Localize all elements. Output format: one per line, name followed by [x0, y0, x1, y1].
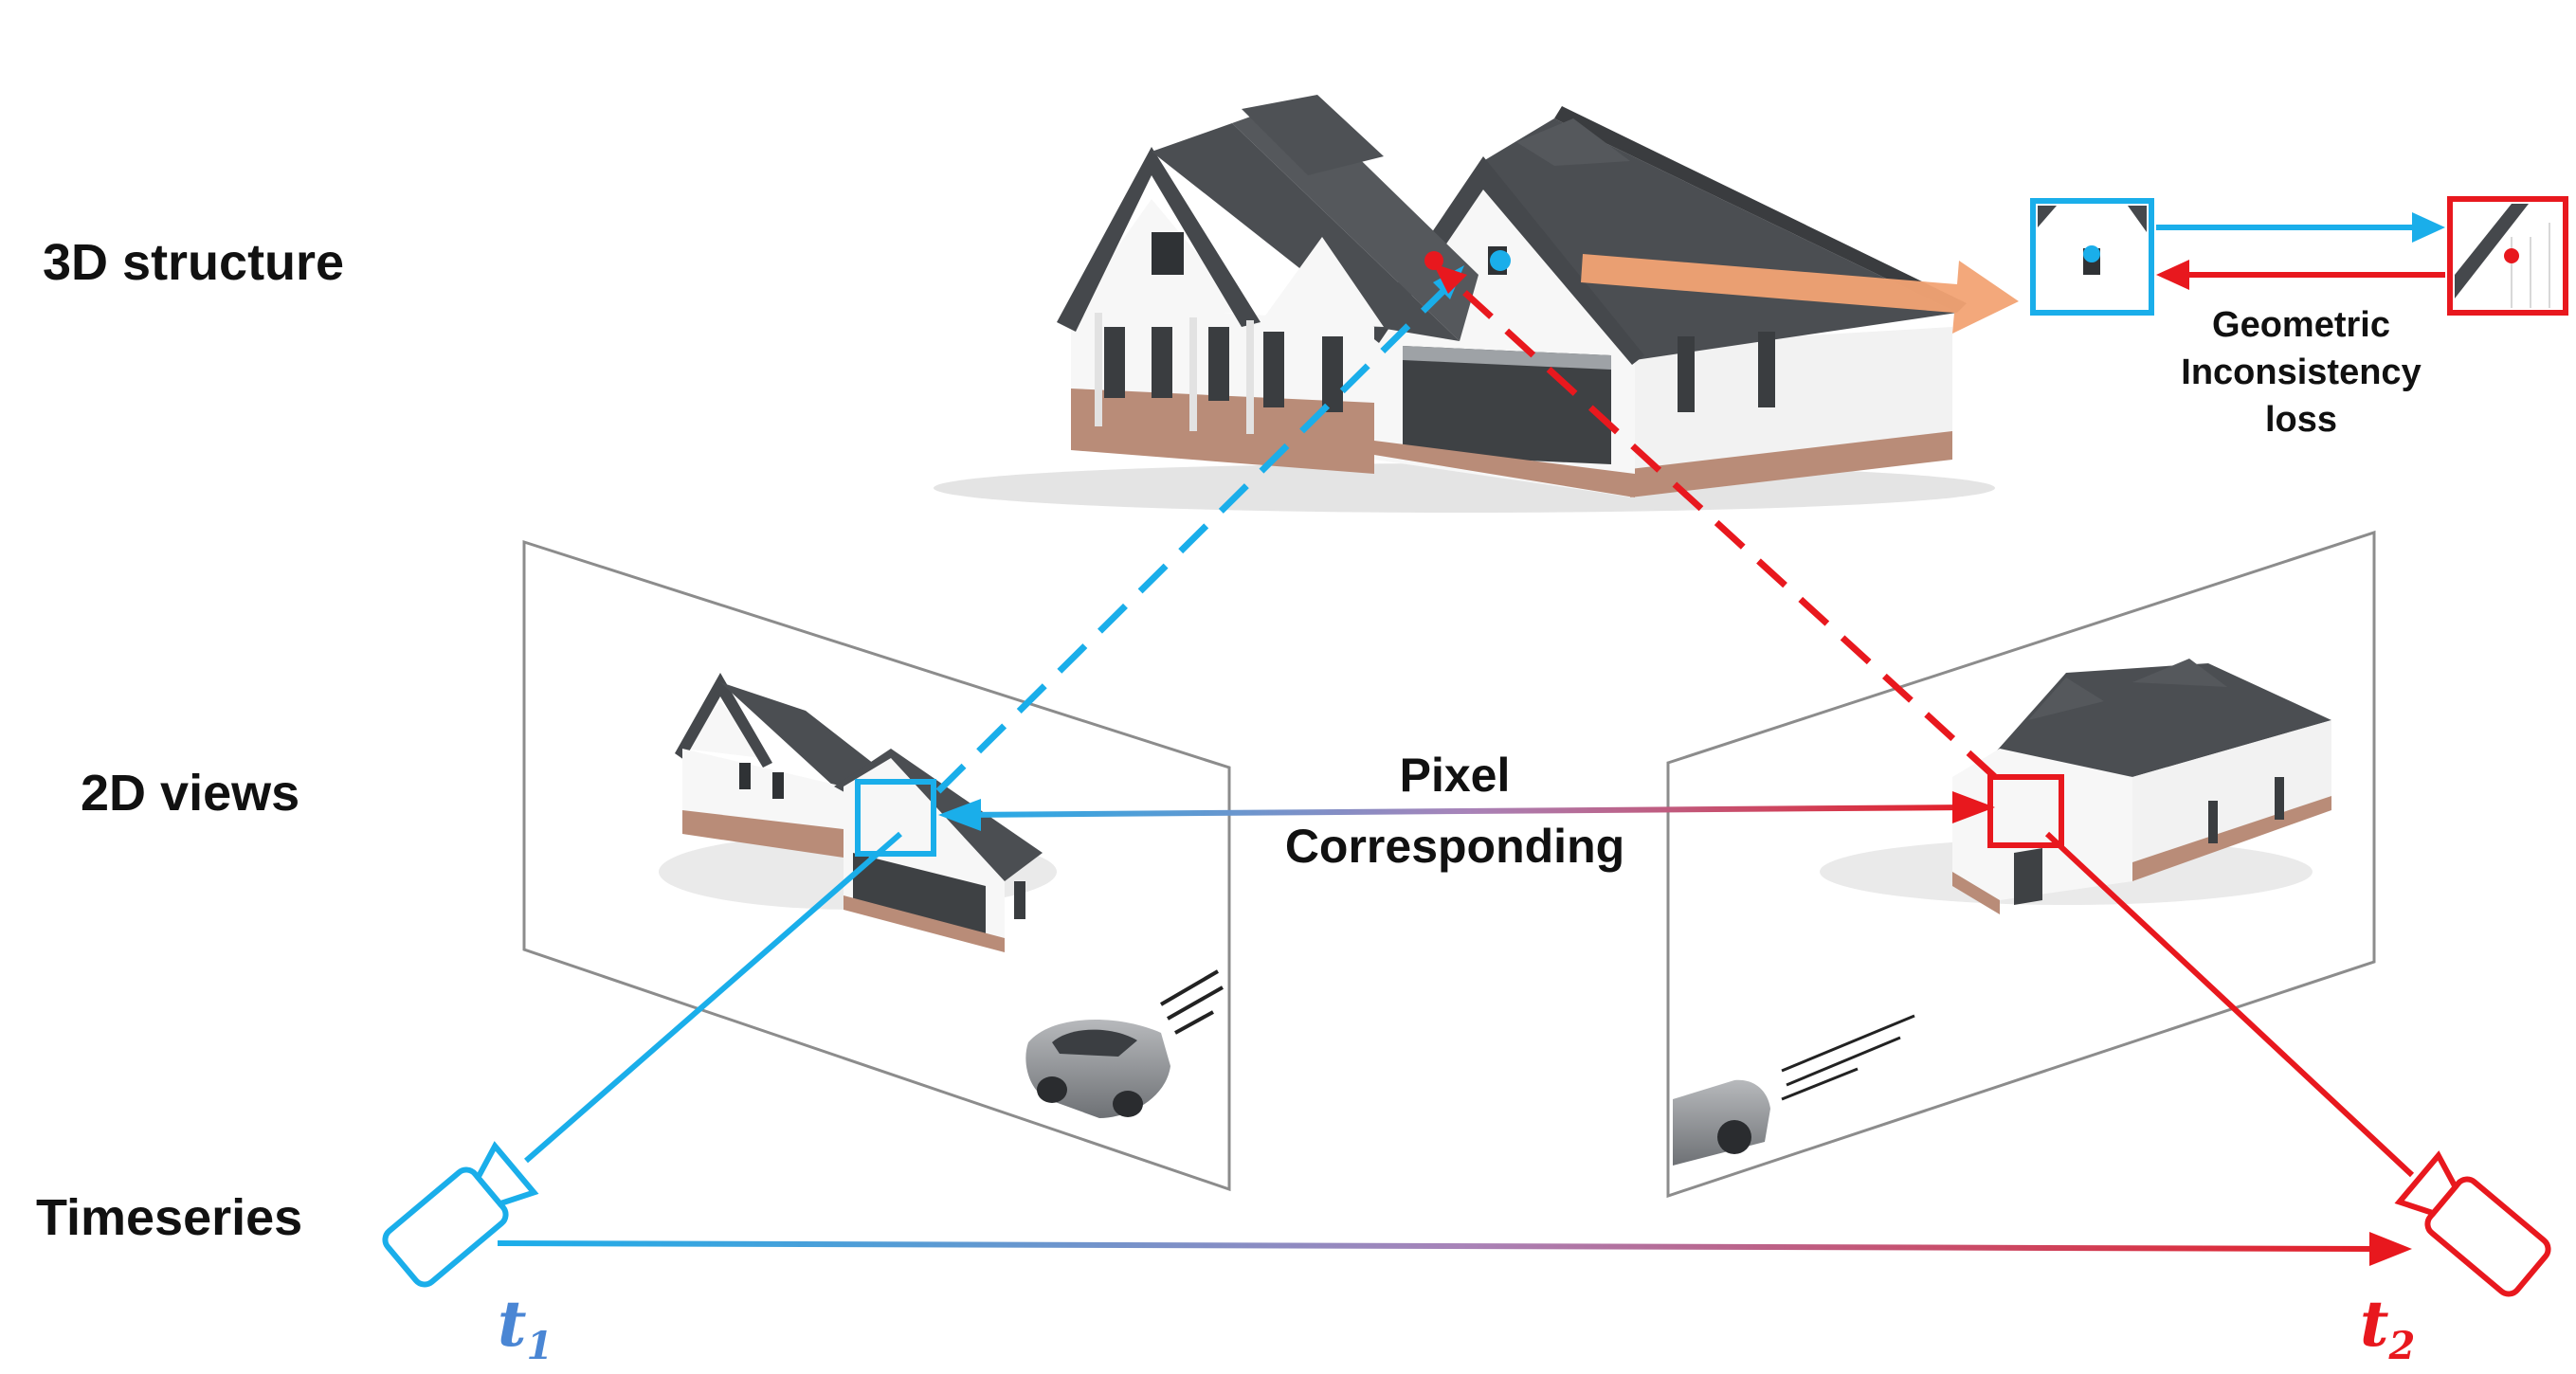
car-right: [1673, 1014, 1915, 1166]
timeseries-arrow: [497, 1240, 2380, 1252]
camera-t1: [382, 1141, 539, 1288]
camera-t2: [2394, 1150, 2551, 1297]
time-label-t1: t1: [498, 1287, 553, 1368]
view-plane-left: [522, 539, 1231, 1192]
loss-label-line1: Geometric: [2212, 305, 2390, 345]
time-label-t2: t2: [2360, 1287, 2415, 1368]
ray-camera1-to-pixel: [524, 831, 902, 1164]
house-view-right: [1820, 659, 2331, 914]
ray-pixel1-to-3d-point: [935, 277, 1458, 794]
label-2d-views: 2D views: [81, 765, 299, 822]
arrowhead-red-3d: [1433, 263, 1467, 294]
point-3d-blue: [1490, 250, 1511, 271]
pixel-box-left: [855, 779, 936, 857]
patch-blue: [2030, 198, 2154, 316]
patch-red: [2447, 196, 2568, 316]
loss-label-line2: Inconsistency: [2181, 353, 2421, 392]
ray-camera2-to-pixel: [2044, 831, 2415, 1178]
loss-label-line3: loss: [2265, 400, 2337, 440]
ray-pixel2-to-3d-point: [1442, 272, 1998, 780]
correspondence-label-line1: Pixel: [1400, 749, 1511, 802]
correspondence-arrowhead-left: [938, 799, 981, 831]
patch-arrowhead-backward: [2156, 260, 2189, 290]
house-3d-model: [934, 95, 1995, 513]
patch-arrowhead-forward: [2412, 212, 2445, 243]
point-3d-red: [1424, 251, 1443, 270]
correspondence-arrowhead-right: [1952, 791, 1995, 823]
timeseries-arrowhead: [2369, 1232, 2412, 1266]
label-timeseries: Timeseries: [36, 1189, 302, 1246]
projection-arrow: [1581, 254, 2019, 334]
label-3d-structure: 3D structure: [43, 234, 344, 291]
car-left: [1025, 969, 1224, 1118]
correspondence-arrow: [956, 805, 1972, 818]
pixel-box-right: [1987, 774, 2064, 848]
view-plane-right: [1666, 530, 2376, 1199]
correspondence-label-line2: Corresponding: [1285, 820, 1624, 873]
